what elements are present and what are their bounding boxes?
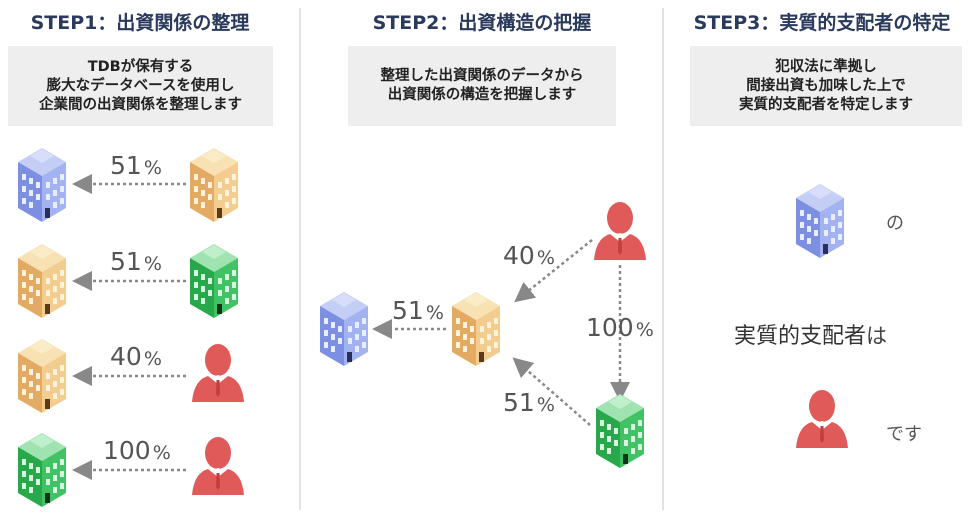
- percentage-value: 40: [110, 342, 142, 371]
- blue-building-icon: [320, 292, 368, 366]
- percentage-value: 100: [103, 436, 151, 465]
- step2-title: STEP2：出資構造の把握: [372, 12, 592, 34]
- percentage-unit: %: [536, 394, 555, 416]
- percentage-unit: %: [425, 302, 444, 324]
- step1-desc-line: TDBが保有する: [87, 58, 194, 75]
- ownership-arrow: [514, 239, 593, 303]
- step3-desc-line: 間接出資も加味した上で: [746, 77, 906, 94]
- percentage-label-green-to-yellow: 51%: [503, 388, 555, 417]
- step1-title: STEP1：出資関係の整理: [30, 12, 250, 34]
- particle-no: の: [886, 213, 904, 234]
- percentage-label: 100%: [103, 436, 171, 465]
- step1-arrows: [72, 174, 186, 480]
- step3-desc-line: 実質的支配者を特定します: [739, 96, 913, 113]
- step3-title: STEP3：実質的支配者の特定: [693, 12, 951, 34]
- percentage-label: 40%: [110, 342, 162, 371]
- percentage-value: 51: [110, 247, 142, 276]
- step1-desc-line: 膨大なデータベースを使用し: [46, 77, 235, 94]
- percentage-label-person-to-yellow: 40%: [503, 241, 555, 270]
- step2-description: 整理した出資関係のデータから 出資関係の構造を把握します: [348, 46, 616, 126]
- blue-building-icon: [796, 184, 844, 258]
- percentage-unit: %: [152, 442, 171, 464]
- step2-desc-line: 出資関係の構造を把握します: [387, 87, 577, 103]
- person-icon: [594, 202, 646, 260]
- percentage-unit: %: [143, 157, 162, 179]
- percentage-value: 40: [503, 241, 535, 270]
- closing-desu: です: [886, 424, 922, 445]
- column-divider-2: [662, 8, 664, 510]
- percentage-unit: %: [143, 348, 162, 370]
- beneficial-owner-label: 実質的支配者: [734, 324, 867, 349]
- step2-desc-line: 整理した出資関係のデータから: [380, 68, 584, 84]
- percentage-label-yellow-to-blue: 51%: [392, 296, 444, 325]
- percentage-label-person-to-green: 100%: [586, 313, 654, 342]
- percentage-unit: %: [635, 319, 654, 341]
- percentage-label: 51%: [110, 247, 162, 276]
- step3-desc-line: 犯収法に準拠し: [775, 58, 877, 75]
- percentage-value: 51: [110, 151, 142, 180]
- yellow-building-icon: [452, 292, 500, 366]
- particle-wa: は: [866, 324, 888, 348]
- step1-desc-line: 企業間の出資関係を整理します: [39, 96, 242, 113]
- person-icon: [796, 390, 848, 448]
- percentage-label: 51%: [110, 151, 162, 180]
- beneficial-owner-statement: 実質的支配者は: [734, 318, 887, 350]
- percentage-unit: %: [536, 247, 555, 269]
- percentage-value: 51: [503, 388, 535, 417]
- green-building-icon: [596, 394, 644, 468]
- column-divider-1: [299, 8, 301, 510]
- percentage-value: 51: [392, 296, 424, 325]
- step3-description: 犯収法に準拠し 間接出資も加味した上で 実質的支配者を特定します: [690, 46, 962, 126]
- step1-description: TDBが保有する 膨大なデータベースを使用し 企業間の出資関係を整理します: [8, 46, 273, 126]
- percentage-unit: %: [143, 253, 162, 275]
- percentage-value: 100: [586, 313, 634, 342]
